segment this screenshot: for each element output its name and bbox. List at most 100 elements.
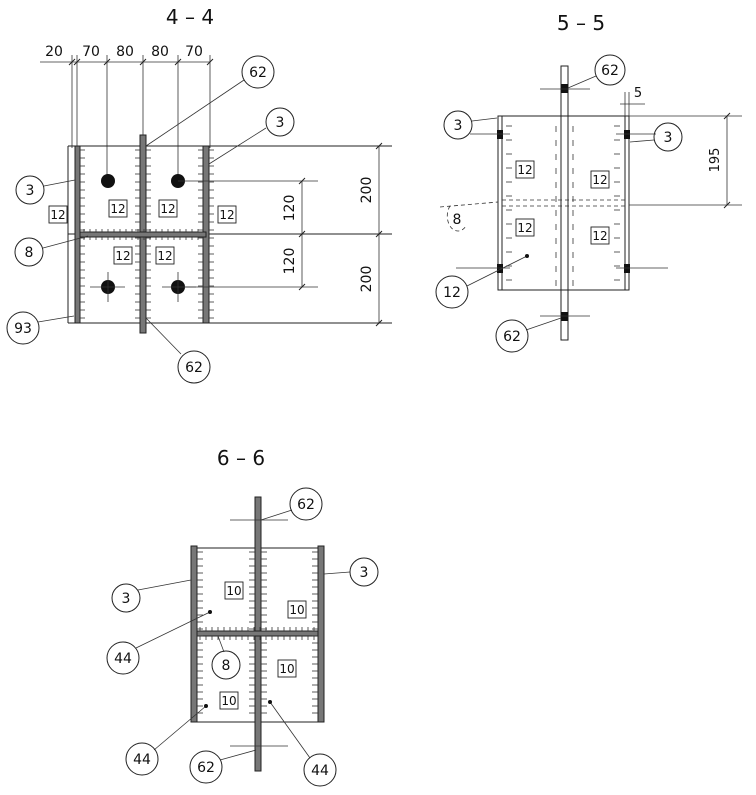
svg-text:10: 10 — [226, 584, 241, 598]
callout-8: 8 — [446, 205, 467, 232]
svg-text:10: 10 — [289, 603, 304, 617]
svg-text:93: 93 — [14, 321, 32, 337]
svg-text:8: 8 — [25, 245, 34, 261]
dim-70-right: 70 — [185, 44, 203, 60]
plate-left — [74, 145, 81, 324]
svg-text:44: 44 — [311, 763, 329, 779]
weld-block — [624, 130, 630, 139]
label-box: 10 — [287, 600, 307, 619]
label-box: 10 — [224, 581, 244, 600]
callout-44-b: 44 — [125, 704, 208, 776]
label-box: 12 — [515, 218, 535, 237]
label-box: 12 — [158, 199, 178, 218]
plate-horizontal — [79, 231, 207, 238]
callout-12: 12 — [435, 254, 529, 309]
svg-text:12: 12 — [50, 208, 65, 222]
label-box: 10 — [219, 691, 239, 710]
plate-right-6-6 — [317, 545, 325, 723]
svg-text:62: 62 — [185, 360, 203, 376]
callout-8: 8 — [211, 635, 241, 680]
label-box: 12 — [217, 205, 237, 224]
dim-200-top: 200 — [359, 177, 375, 204]
section-6-6: 6 – 6 10 10 10 10 62 3 3 — [106, 446, 379, 787]
callout-62-top: 62 — [260, 487, 323, 521]
callout-3-right: 3 — [323, 557, 379, 587]
svg-text:62: 62 — [297, 497, 315, 513]
weld-ticks-4-4 — [80, 149, 214, 319]
svg-text:62: 62 — [503, 329, 521, 345]
svg-text:3: 3 — [360, 565, 369, 581]
svg-text:62: 62 — [601, 63, 619, 79]
svg-text:62: 62 — [197, 760, 215, 776]
svg-text:3: 3 — [454, 118, 463, 134]
svg-text:12: 12 — [219, 208, 234, 222]
svg-text:12: 12 — [592, 229, 607, 243]
callout-3-left: 3 — [443, 110, 498, 140]
svg-text:10: 10 — [221, 694, 236, 708]
plate-horizontal-6-6 — [196, 630, 319, 637]
callout-62-bottom: 62 — [189, 749, 257, 784]
dim-195: 195 — [708, 148, 723, 173]
svg-text:62: 62 — [249, 65, 267, 81]
svg-text:12: 12 — [517, 221, 532, 235]
section-4-4-title: 4 – 4 — [166, 5, 214, 29]
svg-text:12: 12 — [115, 249, 130, 263]
callout-62-top: 62 — [567, 54, 626, 89]
label-box: 12 — [113, 246, 133, 265]
frame-5-5 — [497, 115, 630, 291]
weld-ticks-6-6 — [197, 551, 318, 714]
svg-text:44: 44 — [133, 752, 151, 768]
bolt — [101, 174, 115, 188]
callout-8: 8 — [14, 235, 89, 267]
weld-block — [624, 264, 630, 273]
svg-text:3: 3 — [664, 130, 673, 146]
svg-text:10: 10 — [279, 662, 294, 676]
svg-text:12: 12 — [443, 285, 461, 301]
dim-80-left: 80 — [116, 44, 134, 60]
callout-44-c: 44 — [268, 700, 337, 787]
weld-dashes-5-5 — [506, 125, 620, 286]
callout-3-right: 3 — [208, 107, 295, 165]
dim-20: 20 — [45, 44, 63, 60]
section-5-5: 5 – 5 195 5 12 12 12 12 — [435, 11, 742, 353]
dim-80-right: 80 — [151, 44, 169, 60]
label-box: 12 — [590, 226, 610, 245]
callout-3-left: 3 — [15, 175, 76, 205]
weld-block — [561, 312, 568, 321]
callout-44-a: 44 — [106, 610, 212, 675]
svg-text:12: 12 — [517, 163, 532, 177]
dim-5: 5 — [634, 86, 642, 101]
svg-text:12: 12 — [110, 202, 125, 216]
svg-text:3: 3 — [26, 183, 35, 199]
label-box: 12 — [48, 205, 68, 224]
section-4-4-top-dims: 20 70 80 80 70 — [40, 44, 214, 181]
label-box: 12 — [590, 170, 610, 189]
svg-text:8: 8 — [222, 658, 231, 674]
callout-62-top: 62 — [145, 55, 275, 147]
weld-block — [497, 264, 503, 273]
dim-120-bottom: 120 — [282, 248, 298, 275]
section-5-5-title: 5 – 5 — [557, 11, 605, 35]
section-6-6-title: 6 – 6 — [217, 446, 265, 470]
section-4-4: 4 – 4 20 70 80 80 70 — [6, 5, 392, 384]
callout-93: 93 — [6, 311, 75, 345]
vertical-plate-5-5 — [560, 65, 569, 341]
dim-200-bottom: 200 — [359, 266, 375, 293]
dim-70-left: 70 — [82, 44, 100, 60]
svg-text:3: 3 — [122, 591, 131, 607]
dim-120-top: 120 — [282, 195, 298, 222]
svg-text:12: 12 — [592, 173, 607, 187]
label-box: 12 — [515, 160, 535, 179]
label-box: 10 — [277, 659, 297, 678]
weld-block — [561, 84, 568, 93]
callout-62-bottom: 62 — [495, 317, 562, 353]
callout-3-left: 3 — [111, 579, 192, 613]
weld-block — [497, 130, 503, 139]
svg-text:3: 3 — [276, 115, 285, 131]
svg-text:12: 12 — [160, 202, 175, 216]
callout-3-right: 3 — [629, 122, 683, 152]
label-box: 12 — [108, 199, 128, 218]
svg-text:44: 44 — [114, 651, 132, 667]
plate-left-6-6 — [190, 545, 198, 723]
